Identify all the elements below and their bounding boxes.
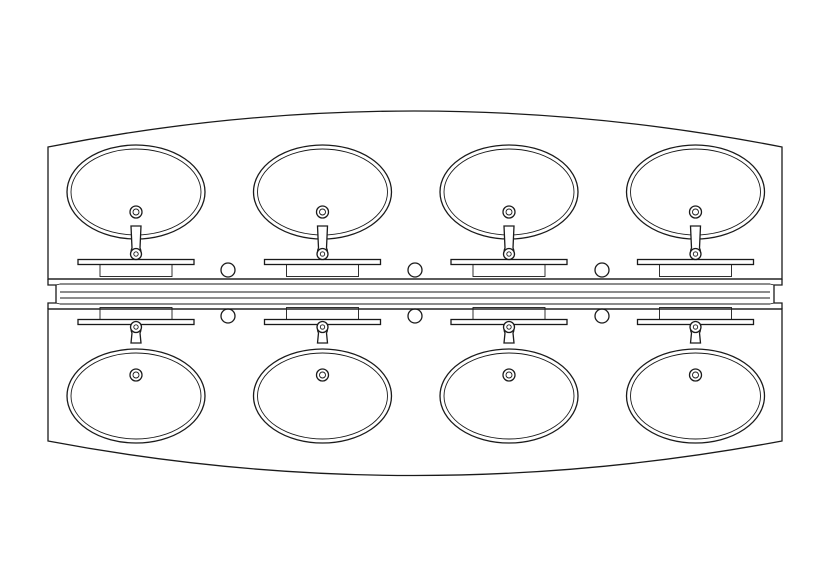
top-basin-3 — [439, 144, 579, 277]
basin-drain-inner — [505, 371, 513, 379]
basin-bowl-inner — [70, 352, 202, 440]
bottom-counter-edge — [47, 308, 783, 477]
faucet-base-inner — [692, 251, 699, 257]
top-basin-2 — [252, 144, 393, 277]
top-basin-1 — [66, 144, 206, 277]
faucet-base-inner — [506, 324, 512, 330]
basin-drain-inner — [692, 208, 699, 216]
basin-drain-inner — [132, 371, 140, 379]
faucet-base-inner — [506, 251, 512, 257]
bottom-basin-3 — [439, 307, 579, 444]
basin-bowl-outer — [252, 348, 393, 444]
faucet-base — [129, 247, 143, 261]
faucet-base — [689, 320, 702, 334]
basin-bracket — [659, 307, 732, 320]
basin-drain-inner — [505, 208, 513, 216]
basin-bowl-inner — [70, 148, 202, 236]
top-basin-4 — [625, 144, 766, 277]
bottom-drain-hole-2 — [407, 308, 423, 324]
faucet-base-inner — [133, 251, 139, 257]
top-counter-edge — [47, 110, 783, 280]
faucet-base — [316, 247, 329, 261]
basin-mount-bar — [263, 258, 382, 266]
basin-mount-bar — [636, 258, 755, 266]
faucet-base — [502, 247, 516, 261]
basin-bowl-outer — [66, 144, 206, 240]
basin-bracket — [99, 307, 173, 320]
faucet-base-inner — [133, 324, 139, 330]
basin-mount-bar — [450, 258, 568, 266]
bottom-basin-2 — [252, 307, 393, 444]
faucet-base — [316, 320, 329, 334]
faucet-base — [689, 247, 702, 261]
basin-bracket — [472, 307, 546, 320]
basin-bowl-inner — [443, 352, 575, 440]
basin-drain — [315, 205, 330, 219]
top-drain-hole-2 — [407, 262, 423, 278]
basin-drain — [315, 368, 330, 382]
basin-drain-inner — [319, 208, 326, 216]
center-channel — [47, 278, 783, 310]
bottom-drain-hole-1 — [220, 308, 236, 324]
top-drain-hole-1 — [220, 262, 236, 278]
basin-bowl-outer — [625, 144, 766, 240]
basin-drain-inner — [132, 208, 140, 216]
basin-drain — [129, 368, 143, 382]
basin-drain-inner — [319, 371, 326, 379]
basin-drain — [502, 205, 516, 219]
basin-drain-inner — [692, 371, 699, 379]
basin-bracket — [659, 264, 732, 277]
basin-drain — [502, 368, 516, 382]
counter-outline — [47, 110, 783, 477]
basin-bowl-outer — [66, 348, 206, 444]
basin-drain — [688, 368, 703, 382]
basin-bracket — [472, 264, 546, 277]
basin-bracket — [286, 307, 359, 320]
bottom-drain-hole-3 — [594, 308, 610, 324]
faucet-base — [129, 320, 143, 334]
faucet-base — [502, 320, 516, 334]
basin-bowl-inner — [257, 352, 388, 440]
top-drain-hole-3 — [594, 262, 610, 278]
basin-drain — [688, 205, 703, 219]
faucet-base-inner — [319, 251, 326, 257]
basin-bowl-inner — [630, 352, 761, 440]
bottom-basin-4 — [625, 307, 766, 444]
basin-bowl-inner — [443, 148, 575, 236]
faucet-base-inner — [319, 324, 326, 330]
basin-bowl-outer — [439, 348, 579, 444]
basin-drain — [129, 205, 143, 219]
basin-bracket — [286, 264, 359, 277]
center-drains-group — [220, 262, 610, 324]
basins-group — [66, 144, 766, 444]
basin-mount-bar — [77, 258, 195, 266]
basin-bracket — [99, 264, 173, 277]
basin-bowl-outer — [439, 144, 579, 240]
faucet-base-inner — [692, 324, 699, 330]
basin-bowl-inner — [257, 148, 388, 236]
basin-bowl-outer — [625, 348, 766, 444]
basin-bowl-outer — [252, 144, 393, 240]
bottom-basin-1 — [66, 307, 206, 444]
basin-bowl-inner — [630, 148, 761, 236]
